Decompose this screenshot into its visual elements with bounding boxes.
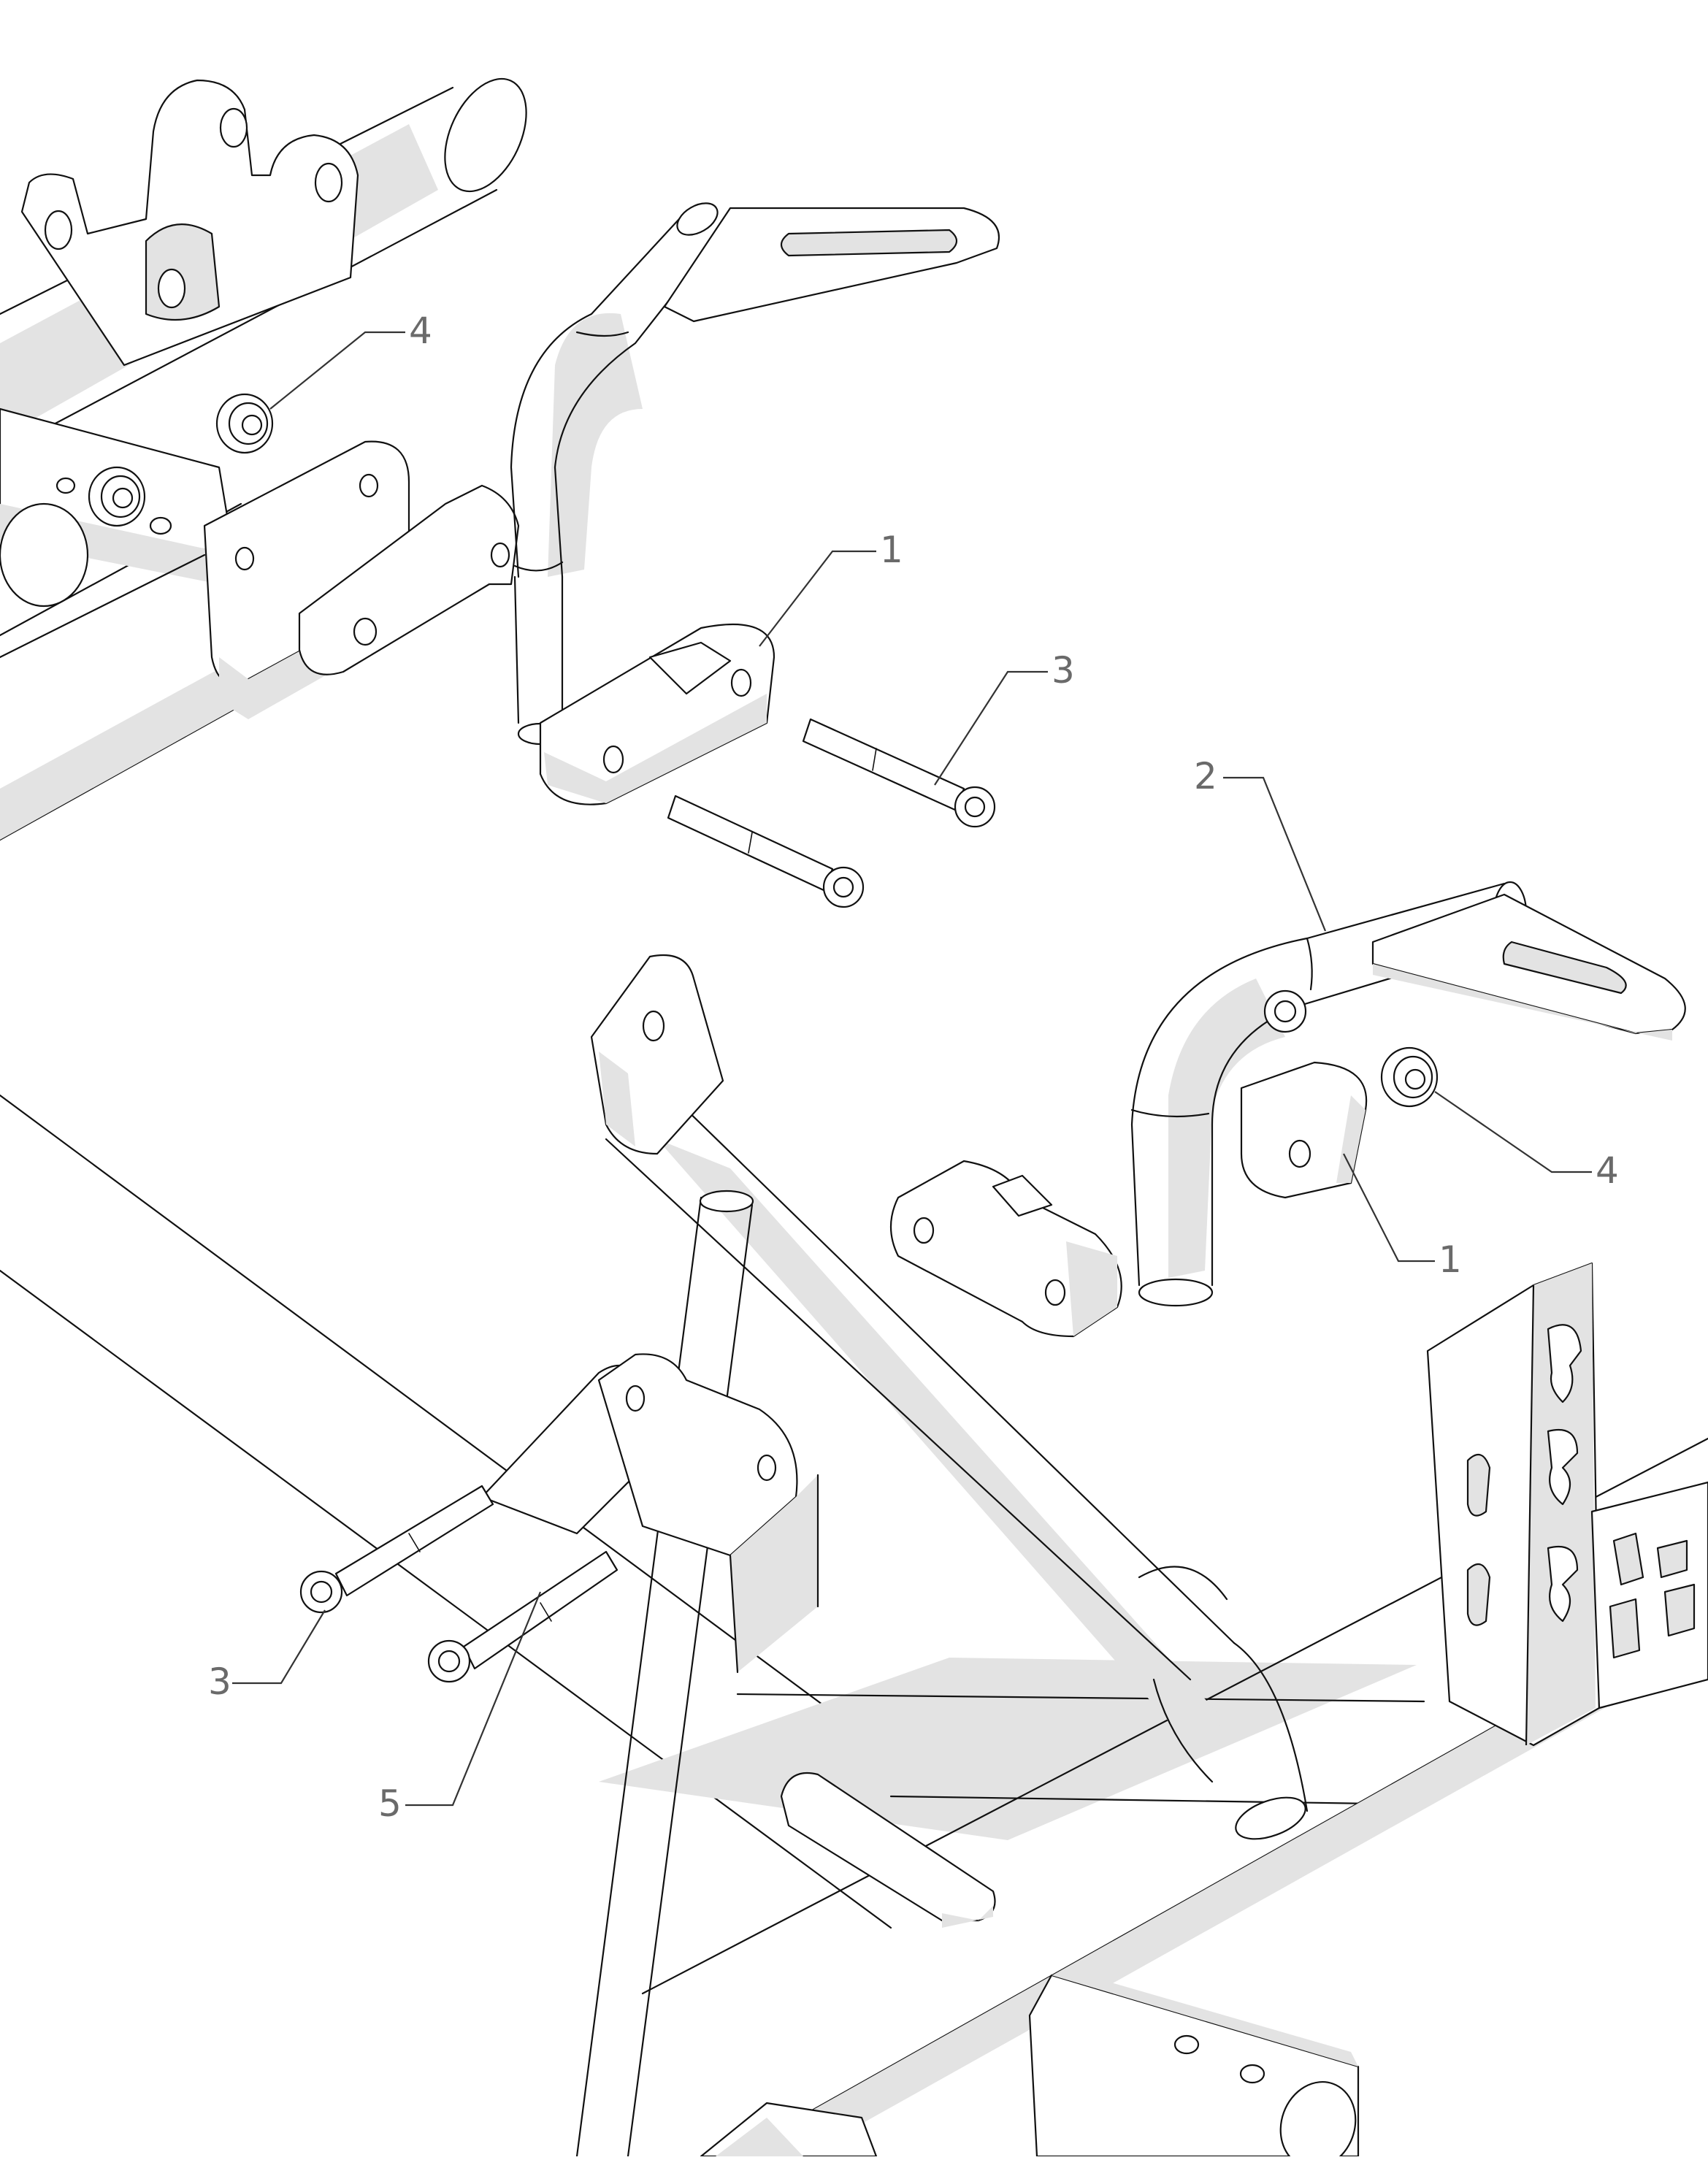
callout-label-3-lower: 3 bbox=[208, 1661, 231, 1703]
clevis-bracket-upper bbox=[20, 79, 359, 367]
cap-screw-lower-short bbox=[427, 1550, 619, 1683]
clamp-block-right-loose bbox=[889, 1160, 1122, 1338]
side-plate-right bbox=[1426, 1262, 1708, 1747]
cap-screw-lower-long bbox=[299, 1485, 494, 1614]
bottom-collar-sleeve bbox=[700, 1972, 1360, 2160]
callout-leaders bbox=[232, 331, 1592, 1807]
callout-label-4-right: 4 bbox=[1596, 1149, 1619, 1192]
cap-screw-upper-left bbox=[667, 794, 865, 908]
clamp-block-upper bbox=[539, 623, 776, 805]
cap-screw-upper-right bbox=[802, 718, 996, 828]
flange-nut-upper-left bbox=[215, 393, 274, 454]
callout-label-4-upper: 4 bbox=[409, 310, 432, 352]
flange-nut-frame bbox=[88, 466, 146, 527]
callout-label-1-right: 1 bbox=[1439, 1238, 1462, 1281]
bent-rail-right bbox=[1130, 881, 1686, 1307]
footrest-pad bbox=[780, 1772, 996, 1928]
diagonal-support-tube bbox=[590, 954, 1309, 1840]
frame-crossmember-upper bbox=[0, 407, 235, 659]
callout-label-2-right: 2 bbox=[1194, 755, 1217, 797]
flange-nut-right bbox=[1380, 1046, 1439, 1108]
lower-mounting-bracket bbox=[480, 1353, 819, 1674]
mounting-plate-upper bbox=[203, 440, 520, 719]
callout-label-5-lower: 5 bbox=[378, 1782, 402, 1825]
bent-rail-left bbox=[510, 202, 1000, 746]
callout-label-3-upper: 3 bbox=[1052, 649, 1075, 692]
clamp-block-right-mounted bbox=[1240, 1061, 1368, 1199]
callout-label-1-upper: 1 bbox=[880, 529, 903, 571]
vertical-rod bbox=[575, 1190, 754, 2158]
